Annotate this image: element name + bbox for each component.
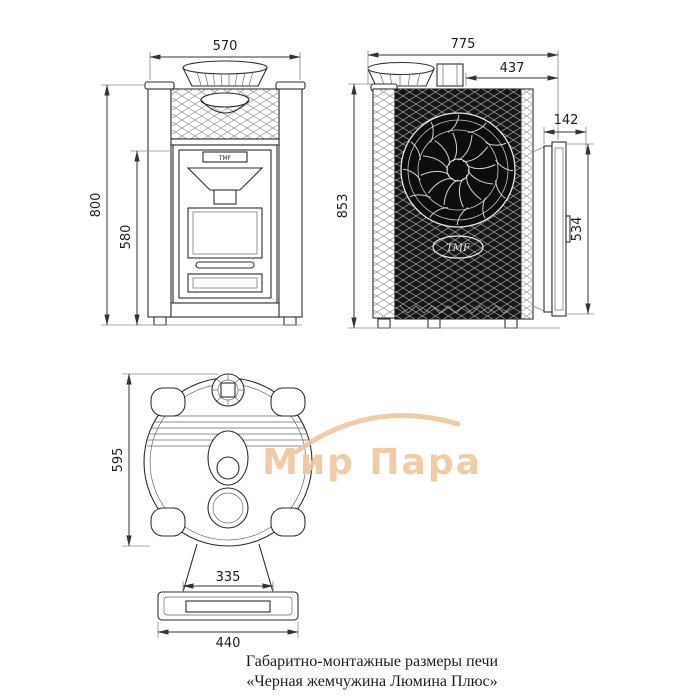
- badge-logo-text: TMF: [446, 243, 471, 254]
- side-view: TMF: [367, 61, 571, 329]
- dim-top-depth: 595: [111, 448, 126, 473]
- dim-side-depth: 775: [451, 37, 476, 52]
- front-view: TMF: [144, 60, 306, 326]
- dim-front-width: 570: [213, 39, 238, 54]
- top-chimney: [207, 487, 249, 529]
- brand-badge: TMF: [432, 235, 484, 259]
- dim-side-top-depth: 437: [500, 61, 525, 76]
- remote-door: [532, 141, 571, 317]
- dim-top-base-width: 440: [216, 636, 241, 651]
- caption: Габаритно-монтажные размеры печи «Черная…: [44, 652, 700, 692]
- watermark-text: Мир Пара: [262, 442, 482, 483]
- caption-line1: Габаритно-монтажные размеры печи: [245, 653, 499, 670]
- caption-line2: «Черная жемчужина Люмина Плюс»: [246, 673, 498, 690]
- top-view: [143, 373, 313, 621]
- side-dimensions: 775 437 142 853 534: [336, 37, 594, 329]
- front-door-handle: [195, 261, 255, 269]
- top-dimensions: 595 335 440: [111, 373, 299, 651]
- front-right-pilaster: [278, 88, 303, 318]
- top-knob: [150, 507, 186, 537]
- top-knob: [270, 507, 306, 537]
- front-logo-text: TMF: [218, 155, 232, 162]
- dim-side-height: 853: [336, 194, 351, 219]
- dim-side-door-offset: 142: [554, 113, 579, 128]
- front-dimensions: 570 800 580: [89, 39, 301, 326]
- top-knob: [270, 387, 306, 417]
- front-door-glass: [187, 207, 263, 259]
- front-ash-drawer: [187, 273, 263, 293]
- watermark-swoosh: [293, 413, 461, 455]
- remote-door-handle: [565, 215, 571, 243]
- side-fan-swirl: [400, 112, 516, 228]
- watermark: Мир Пара: [262, 413, 482, 483]
- top-valve: [211, 373, 245, 407]
- dim-side-door-height: 534: [570, 217, 585, 242]
- dim-front-firebox-height: 580: [119, 225, 134, 250]
- front-left-pilaster: [147, 88, 172, 318]
- dim-front-height: 800: [89, 193, 104, 218]
- top-knob: [150, 387, 186, 417]
- dim-top-tunnel-width: 335: [216, 570, 241, 585]
